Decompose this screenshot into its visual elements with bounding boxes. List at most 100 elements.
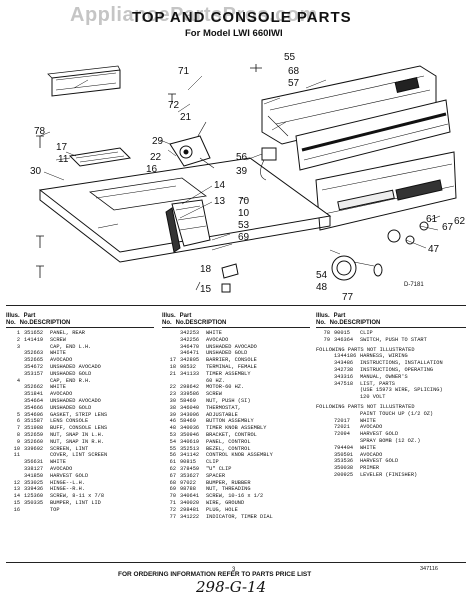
part-description: CONTROL KNOB ASSEMBLY <box>206 452 273 459</box>
callout-57: 57 <box>288 78 300 89</box>
callout-62: 62 <box>454 216 466 227</box>
illus-number: 7 <box>16 425 20 432</box>
part-number: 356631 <box>24 459 44 466</box>
hdr-no2: No. <box>19 320 30 326</box>
part-description: AVOCADO <box>206 336 229 343</box>
rear-panel-drawing <box>47 65 121 97</box>
part-number: 352665 <box>24 357 44 364</box>
callout-47: 47 <box>428 244 440 255</box>
part-number: 97022 <box>180 479 196 486</box>
illus-number: 14 <box>13 493 20 500</box>
part-number: 342738 <box>334 366 354 373</box>
part-number: 346471 <box>180 350 200 357</box>
hinge-assembly-drawing <box>165 199 211 253</box>
part-number: 125360 <box>24 493 44 500</box>
illus-number: 18 <box>169 363 176 370</box>
part-description: INDICATOR, TIMER DIAL <box>206 513 273 520</box>
not-illustrated-heading-a: FOLLOWING PARTS NOT ILLUSTRATED <box>316 346 415 353</box>
not-illustrated-heading-b: FOLLOWING PARTS NOT ILLUSTRATED <box>316 403 415 410</box>
part-description: BARRIER, CONSOLE <box>206 357 257 364</box>
hdr-description: DESCRIPTION <box>185 320 227 326</box>
illus-number: 38 <box>169 404 176 411</box>
part-number: 352660 <box>24 438 44 445</box>
part-description: TIMER ASSEMBLY <box>206 370 251 377</box>
timer-knob-drawing <box>331 255 383 281</box>
callout-22: 22 <box>150 152 162 163</box>
illus-number: 30 <box>169 397 176 404</box>
illus-number: 54 <box>169 438 176 445</box>
table-bottom-rule <box>6 562 466 563</box>
fastener-parts-drawing <box>36 64 262 278</box>
control-panel-drawing <box>295 99 457 231</box>
illus-number: 48 <box>169 425 176 432</box>
hdr-part: Part <box>179 313 192 319</box>
hdr-no: No. <box>316 320 326 326</box>
part-number: 342253 <box>180 330 200 336</box>
parts-row: SPRAY BOMB (12 OZ.) <box>316 438 466 445</box>
callout-54: 54 <box>316 270 328 281</box>
hdr-part: Part <box>333 313 346 319</box>
watermark: AppliancePartsPros.com <box>70 4 318 26</box>
illus-number: 10 <box>13 445 20 452</box>
part-number: 340036 <box>180 425 200 432</box>
hdr-description: DESCRIPTION <box>339 320 381 326</box>
part-number: 340641 <box>180 493 200 500</box>
part-description: AVOCADO <box>50 391 73 398</box>
part-description: LIST, PARTS <box>360 380 395 387</box>
illus-number: 72 <box>169 506 176 513</box>
part-number: 346470 <box>180 343 200 350</box>
part-description: AVOCADO <box>360 424 383 431</box>
part-number: 342805 <box>180 357 200 364</box>
illus-number: 2 <box>16 336 20 343</box>
callout-21: 21 <box>180 112 192 123</box>
illus-number: 67 <box>169 472 176 479</box>
part-number: 351988 <box>24 425 44 432</box>
part-number: 343486 <box>334 360 354 367</box>
part-description: AVOCADO <box>50 357 73 364</box>
handwritten-note: 298-G-14 <box>196 578 267 596</box>
callout-18: 18 <box>200 264 212 275</box>
illus-number: 77 <box>169 513 176 520</box>
callout-17: 17 <box>56 142 68 153</box>
callout-30: 30 <box>30 166 42 177</box>
illus-number: 11 <box>13 452 20 459</box>
hdr-illus: Illus. <box>6 313 20 319</box>
part-number: 351841 <box>24 391 44 398</box>
part-description: HARVEST GOLD <box>50 472 89 479</box>
callout-39: 39 <box>236 166 248 177</box>
illus-number: 78 <box>323 330 330 336</box>
part-number: 352663 <box>24 350 44 357</box>
illus-number: 79 <box>323 336 330 343</box>
part-description: SWITCH, PUSH TO START <box>360 336 427 343</box>
timer-motor-drawing <box>169 121 215 169</box>
part-number: 90015 <box>334 330 350 336</box>
part-number: 72021 <box>334 424 350 431</box>
part-number: 341133 <box>180 370 200 377</box>
parts-row: (USE 15973 WIRE, SPLICING) <box>316 387 466 394</box>
page-title: TOP AND CONSOLE PARTS <box>132 9 352 26</box>
part-description: UNSHADED GOLD <box>50 404 92 411</box>
part-description: UNSHADED AVOCADO <box>50 363 101 370</box>
part-number: 342256 <box>180 336 200 343</box>
part-description: AVOCADO <box>360 451 383 458</box>
